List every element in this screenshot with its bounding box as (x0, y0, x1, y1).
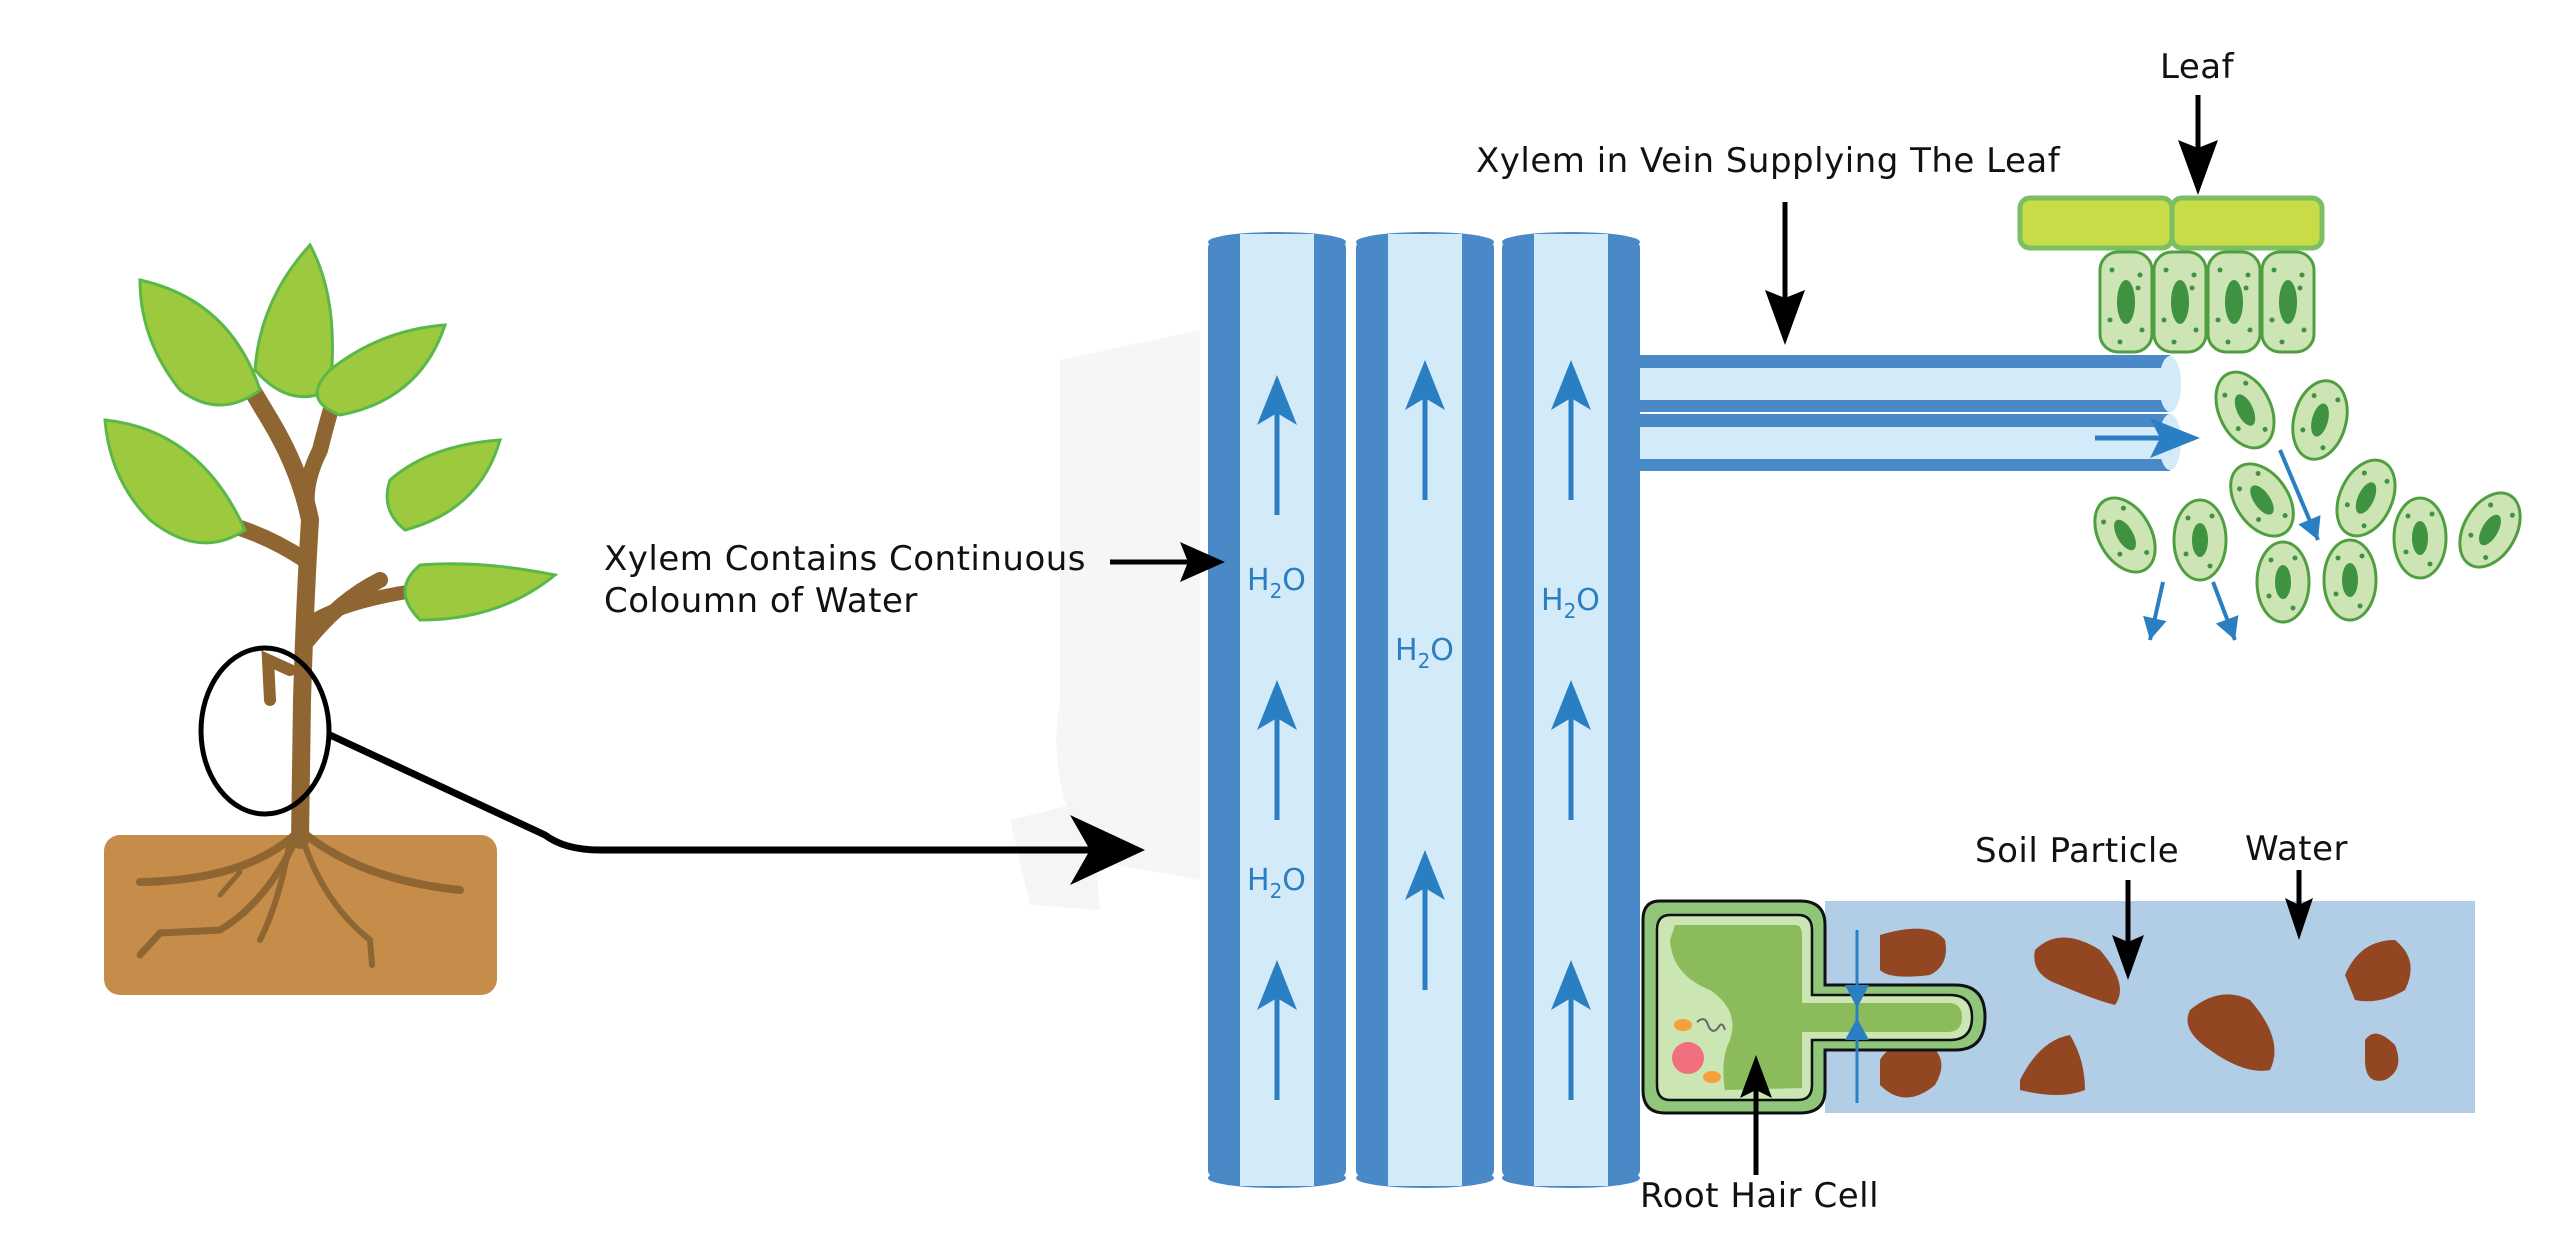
spongy-mesophyll-cell (2214, 370, 2276, 450)
magnifier-circle (198, 645, 332, 817)
vein-vessels (1640, 355, 2200, 471)
epidermis-cell (2169, 195, 2325, 251)
palisade-cell (2098, 250, 2154, 354)
diffusion-arrow-head (2298, 515, 2321, 540)
soil-particle (2034, 937, 2120, 1005)
water-flow-arrow-head (1405, 850, 1445, 900)
zoom-arrow-head (1070, 815, 1145, 885)
h2o-label: H2O (1395, 633, 1454, 673)
xylem-vessels: H2O H2O H2O H2O (1208, 232, 1640, 1188)
mitochondrion (1703, 1071, 1721, 1083)
water-flow-arrow-head (1551, 680, 1591, 730)
xylem-vessel-3: H2O (1502, 232, 1640, 1188)
h2o-label: H2O (1247, 863, 1306, 903)
zoom-arrow (328, 731, 1120, 854)
label-xylem-vein: Xylem in Vein Supplying The Leaf (1476, 141, 2061, 181)
diffusion-arrow-head (2215, 615, 2239, 640)
xylem-vessel-1: H2O H2O (1208, 232, 1346, 1188)
spongy-mesophyll-cell (2458, 491, 2522, 569)
stem (202, 361, 427, 849)
water-flow-arrow-head (1551, 960, 1591, 1010)
label-xylem-column-line1: Xylem Contains Continuous (604, 539, 1087, 579)
soil-particle (1880, 928, 1946, 977)
spongy-mesophyll-cell (2392, 496, 2448, 580)
h2o-label: H2O (1247, 563, 1306, 603)
diffusion-arrow-head (2143, 615, 2167, 640)
soil-particle (2187, 994, 2275, 1071)
endoplasmic-reticulum (1696, 1018, 1726, 1032)
vein-vessel-1 (1640, 355, 2181, 412)
xylem-vessel-2: H2O (1356, 232, 1494, 1188)
label-water: Water (2245, 829, 2349, 869)
vein-vessel-2 (1640, 414, 2181, 471)
h2o-label: H2O (1541, 583, 1600, 623)
soil-particles (1880, 928, 2411, 1098)
root-hair-cell (1641, 899, 1987, 1115)
label-root-hair-cell: Root Hair Cell (1640, 1176, 1880, 1216)
spongy-mesophyll-cell (2093, 496, 2157, 574)
label-soil-particle: Soil Particle (1975, 831, 2180, 871)
epidermis-cell (2017, 195, 2175, 251)
water-flow-arrow-head (1405, 360, 1445, 410)
palisade-cell (2260, 250, 2316, 354)
plant-illustration (103, 242, 559, 995)
vein-flow-arrow-head (2150, 418, 2200, 458)
watermark-shield (1010, 330, 1200, 910)
soil-particle (1880, 1044, 1942, 1098)
spongy-mesophyll-cell (2229, 462, 2295, 538)
water-flow-arrow-head (1551, 360, 1591, 410)
nucleus (1672, 1042, 1704, 1074)
mitochondrion (1674, 1019, 1692, 1031)
soil-particle (2365, 1033, 2399, 1081)
spongy-mesophyll-cell (2172, 498, 2228, 582)
spongy-mesophyll-cell (2322, 538, 2378, 622)
label-leaf: Leaf (2160, 47, 2235, 87)
soil-particle (2020, 1035, 2085, 1095)
palisade-cell (2152, 250, 2208, 354)
palisade-cell (2206, 250, 2262, 354)
soil-particle (2345, 940, 2411, 1002)
soil-block (104, 835, 497, 995)
spongy-mesophyll-cell (2335, 458, 2397, 538)
leaf-tissue (2017, 195, 2522, 641)
leaves (103, 242, 559, 622)
label-arrows (1110, 95, 2313, 1175)
spongy-mesophyll-cell (2255, 540, 2311, 624)
label-xylem-column-line2: Coloumn of Water (604, 581, 918, 621)
spongy-mesophyll-cell (2291, 379, 2349, 461)
water-flow-arrow-head (1257, 960, 1297, 1010)
water-flow-arrow-head (1257, 680, 1297, 730)
water-flow-arrow-head (1257, 375, 1297, 425)
